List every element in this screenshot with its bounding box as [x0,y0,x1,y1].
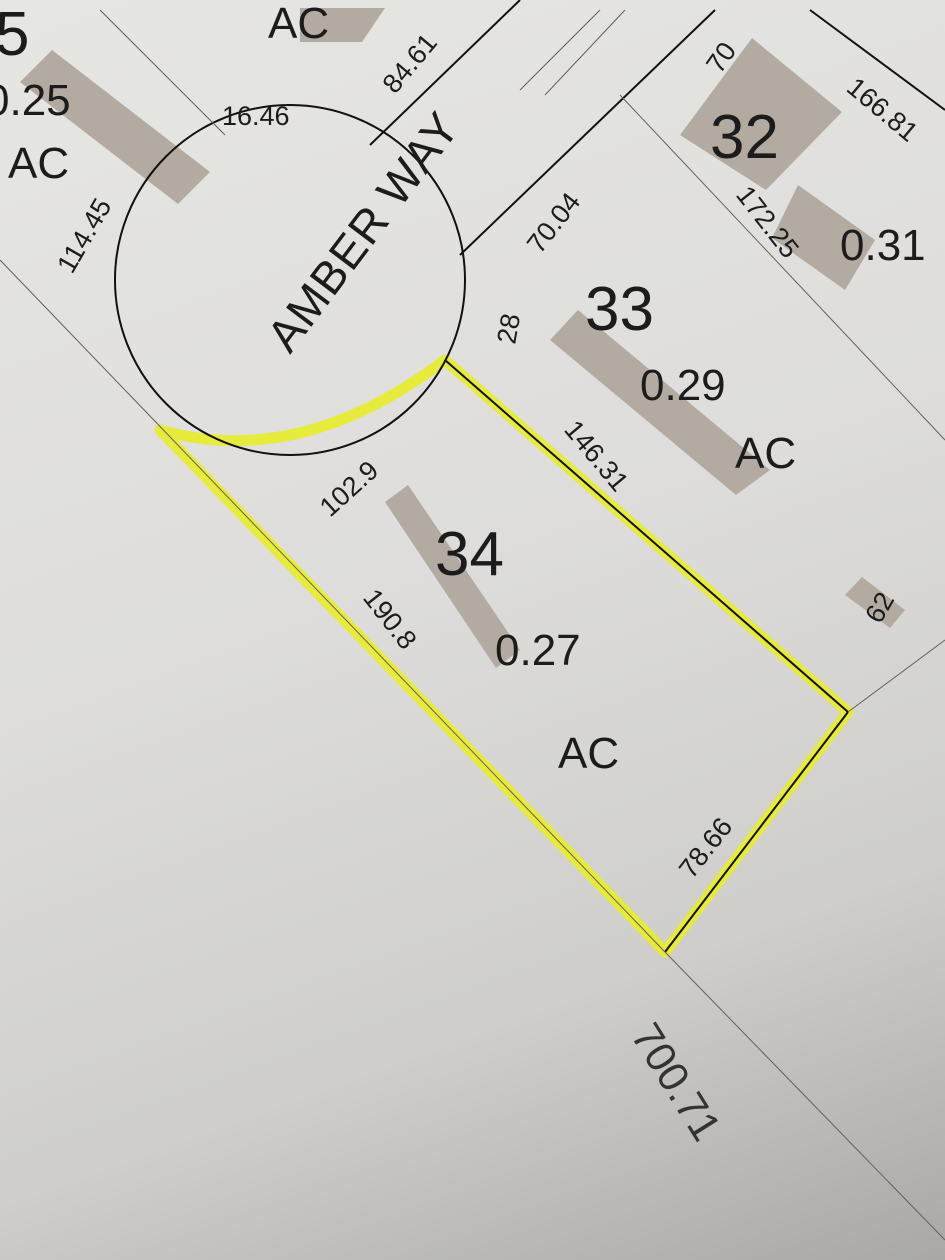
lot-33-acreage: 0.29 [640,361,726,410]
lot-35-unit: AC [8,139,69,188]
lot-34-unit: AC [558,729,619,778]
lot-34-number: 34 [435,520,504,589]
parcel-boundaries [114,0,945,953]
dim-102-9: 102.9 [314,455,384,523]
dim-146-31: 146.31 [558,415,634,498]
lot-33-unit: AC [735,429,796,478]
dim-28: 28 [491,311,526,346]
dim-84-61: 84.61 [377,28,443,99]
lot-33-number: 33 [585,275,654,344]
lot-35-number: 5 [0,0,29,69]
building-small [845,577,905,628]
building-lot-32-b [772,185,875,290]
building-lot-34 [385,485,520,668]
street-name: AMBER WAY [256,102,469,361]
building-lot-35 [20,50,210,204]
dim-70-04: 70.04 [521,187,586,259]
building-lot-32 [680,38,842,190]
dim-114-45: 114.45 [51,193,117,278]
lot-35-acreage: 0.25 [0,76,71,125]
lot-32-acreage: 0.31 [840,221,926,270]
lot-32-number: 32 [710,103,779,172]
dim-700-71: 700.71 [622,1015,730,1149]
building-lot-33 [550,310,770,495]
cul-de-sac [114,104,466,456]
dim-166-81: 166.81 [841,72,924,148]
thin-lines [0,9,945,1241]
dim-16-46: 16.46 [222,101,290,131]
buildings [20,8,905,668]
building-top [300,8,385,42]
lot-34-acreage: 0.27 [495,626,581,675]
lot-top-unit: AC [268,0,329,48]
